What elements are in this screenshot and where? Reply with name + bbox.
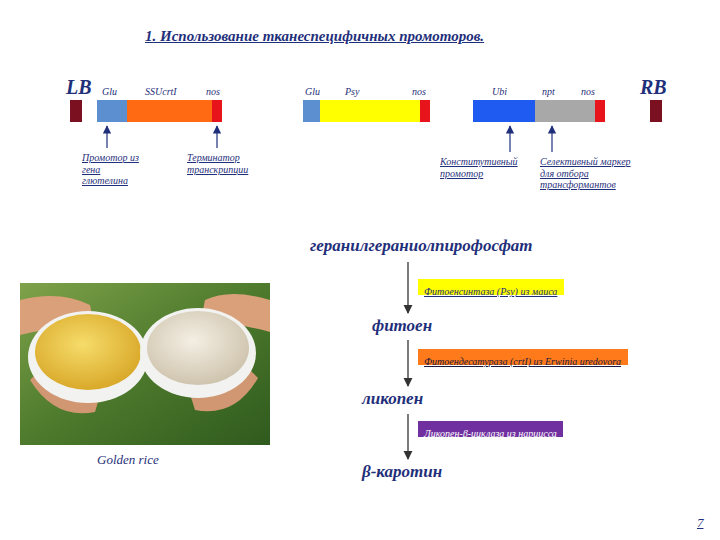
border-block: RB xyxy=(650,100,662,122)
metabolite: ликопен xyxy=(362,389,423,409)
gene-segment: nos xyxy=(420,100,430,122)
border-block: LB xyxy=(70,100,82,122)
gene-segment: SSUcrtI xyxy=(127,100,212,122)
segment-label: nos xyxy=(581,87,595,97)
photo-caption: Golden rice xyxy=(97,452,159,468)
segment-label: nos xyxy=(206,87,220,97)
gene-segment: nos xyxy=(595,100,605,122)
segment-label: Glu xyxy=(102,87,117,97)
enzyme-name: Ликопен-β-циклаза из нарцисса xyxy=(424,428,557,440)
bowl xyxy=(28,311,148,403)
segment-label: Psy xyxy=(345,87,359,97)
gene-segment: Glu xyxy=(97,100,127,122)
page-number: 7 xyxy=(697,516,704,531)
rice-photo xyxy=(20,283,270,445)
leader-arrow xyxy=(509,126,510,152)
enzyme-box: Ликопен-β-циклаза из нарцисса xyxy=(418,421,563,437)
leader-arrow xyxy=(216,126,217,148)
pathway-arrow xyxy=(407,340,408,386)
enzyme-box: Фитоенсинтаза (Psy) из маиса xyxy=(418,279,564,295)
gene-segment: nos xyxy=(212,100,222,122)
white-rice xyxy=(147,311,249,385)
segment-label: Glu xyxy=(305,87,320,97)
gene-segment: Ubi xyxy=(473,100,535,122)
segment-label: npt xyxy=(542,87,555,97)
metabolite: фитоен xyxy=(372,316,432,336)
metabolite: геранилгераниолпирофосфат xyxy=(310,236,533,256)
metabolite: β-каротин xyxy=(362,462,442,482)
gene-segment: Glu xyxy=(303,100,320,122)
slide-title: 1. Использование тканеспецифичных промот… xyxy=(145,28,484,45)
enzyme-name: Фитоенсинтаза (Psy) из маиса xyxy=(424,286,557,298)
pathway-arrow xyxy=(407,262,408,313)
photo-background xyxy=(20,283,270,445)
callout-text: Терминатор транскрипции xyxy=(187,152,261,175)
enzyme-name: Фитоендесатураза (crtI) из Erwinia uredo… xyxy=(424,356,621,368)
segment-label: SSUcrtI xyxy=(145,87,177,97)
callout-text: Конститутивный промотор xyxy=(440,156,528,179)
pathway-arrow xyxy=(407,414,408,459)
leader-arrow xyxy=(106,126,107,148)
bowl xyxy=(140,308,256,398)
segment-label: nos xyxy=(412,87,426,97)
yellow-rice xyxy=(35,314,141,390)
enzyme-box: Фитоендесатураза (crtI) из Erwinia uredo… xyxy=(418,349,628,365)
callout-text: Промотор из гена глютелина xyxy=(82,152,140,187)
gene-segment: Psy xyxy=(320,100,420,122)
callout-text: Селективный маркер для отбора трансформа… xyxy=(540,156,644,191)
segment-label: LB xyxy=(66,77,92,97)
segment-label: RB xyxy=(640,77,667,97)
gene-segment: npt xyxy=(535,100,595,122)
leader-arrow xyxy=(551,126,552,152)
segment-label: Ubi xyxy=(492,87,507,97)
